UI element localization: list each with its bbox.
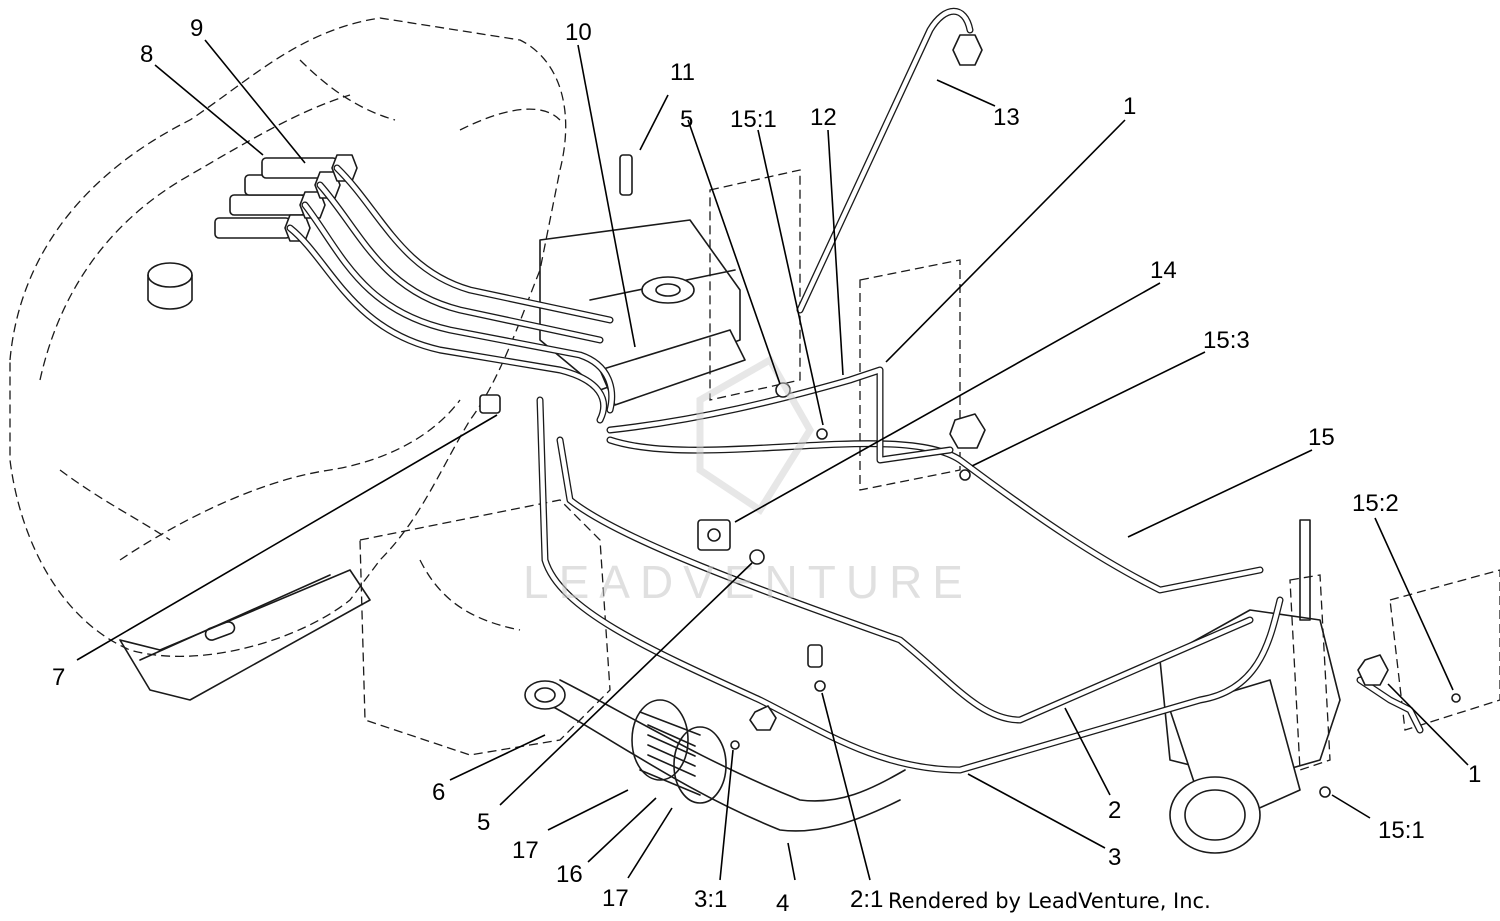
callout-12: 12 — [810, 104, 837, 131]
callout-16: 16 — [556, 861, 583, 888]
callout-1-top: 1 — [1123, 93, 1136, 120]
mount-plate — [709, 169, 961, 491]
leader-lines — [76, 39, 1469, 881]
credit-text: Rendered by LeadVenture, Inc. — [888, 889, 1211, 913]
hose-guard-spring — [631, 699, 727, 804]
callout-labels: 1 1 2 2:1 3 3:1 4 5 5 6 7 8 9 10 11 12 1… — [52, 15, 1481, 917]
callout-3: 3 — [1108, 844, 1121, 871]
small-fittings — [479, 34, 1461, 798]
callout-15: 15 — [1308, 424, 1335, 451]
callout-15-3: 15:3 — [1203, 327, 1250, 354]
fill-cap — [147, 262, 193, 310]
callout-1-right: 1 — [1468, 761, 1481, 788]
hydraulic-tank — [9, 17, 567, 657]
callout-8: 8 — [140, 41, 153, 68]
callout-15-2: 15:2 — [1352, 490, 1399, 517]
callout-4: 4 — [776, 890, 789, 917]
frame-bracket — [119, 569, 371, 701]
callout-2-1: 2:1 — [850, 886, 883, 913]
callout-14: 14 — [1150, 257, 1177, 284]
callout-5-top: 5 — [680, 106, 693, 133]
callout-15-1-bottom: 15:1 — [1378, 817, 1425, 844]
callout-3-1: 3:1 — [694, 886, 727, 913]
callout-17-upper: 17 — [512, 837, 539, 864]
callout-15-1-top: 15:1 — [730, 106, 777, 133]
callout-2: 2 — [1108, 797, 1121, 824]
lower-tank — [359, 499, 611, 756]
hydraulic-tubes — [286, 7, 1424, 774]
callout-9: 9 — [190, 15, 203, 42]
watermark-text: LEADVENTURE — [523, 556, 973, 608]
callout-13: 13 — [993, 104, 1020, 131]
callout-5-bottom: 5 — [477, 809, 490, 836]
callout-11: 11 — [670, 59, 695, 86]
right-frame — [1289, 569, 1500, 771]
suction-hose — [524, 679, 906, 832]
callout-17-lower: 17 — [602, 885, 629, 912]
callout-6: 6 — [432, 779, 445, 806]
callout-10: 10 — [565, 19, 592, 46]
valve-block — [539, 219, 746, 406]
filter-housing — [1159, 519, 1341, 854]
callout-7: 7 — [52, 664, 65, 691]
watermark: LEADVENTURE — [523, 355, 973, 608]
